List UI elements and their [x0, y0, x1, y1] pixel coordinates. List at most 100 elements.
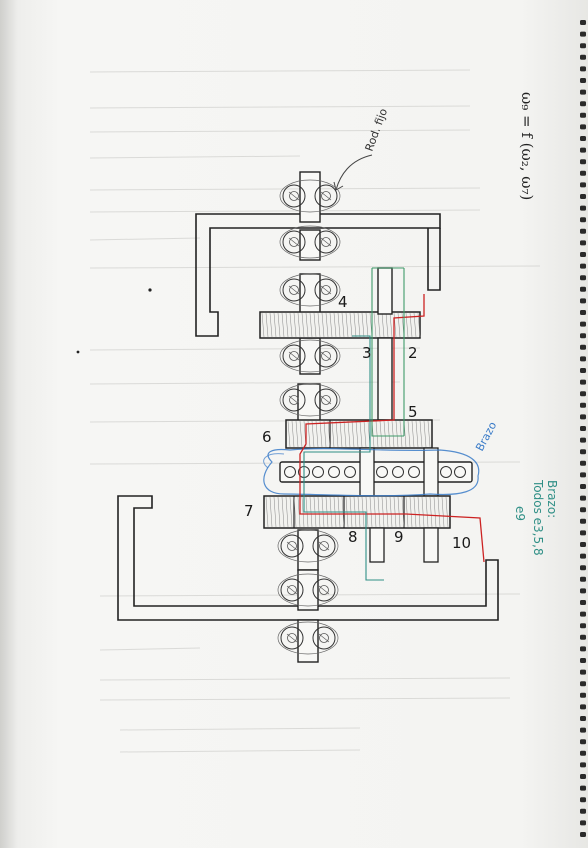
- gear-tooth-hatch: [327, 420, 331, 448]
- spiral-binding: [580, 20, 586, 837]
- binding-hole: [580, 437, 586, 443]
- binding-hole: [580, 194, 586, 199]
- binding-hole: [580, 263, 586, 269]
- power-flow-green: [371, 267, 405, 437]
- bearing-ball: [282, 278, 306, 302]
- bearing-inner: [287, 633, 297, 643]
- gear-tooth-hatch: [335, 420, 339, 448]
- gear-tooth-hatch: [351, 420, 355, 448]
- binding-hole: [580, 356, 586, 362]
- gear-tooth-hatch: [281, 312, 285, 338]
- gear-tooth-hatch: [295, 420, 299, 448]
- gear-tooth-hatch: [389, 496, 393, 528]
- gear-tooth-hatch: [331, 420, 335, 448]
- gear-tooth-hatch: [285, 496, 289, 528]
- binding-hole: [580, 565, 586, 571]
- label-gear-3: 3: [362, 344, 372, 362]
- binding-hole: [580, 124, 586, 130]
- gear-tooth-hatch: [391, 420, 395, 448]
- bearing-outline: [279, 383, 341, 417]
- binding-hole: [580, 553, 586, 559]
- bearing-hatch: [320, 237, 332, 247]
- bearing-ball: [312, 578, 336, 602]
- binding-hole: [580, 704, 586, 710]
- gear-tooth-hatch: [261, 312, 265, 338]
- gear-5-6: [285, 419, 433, 449]
- bearing-inner: [287, 541, 297, 551]
- bearing-inner: [319, 541, 329, 551]
- gear-tooth-hatch: [313, 312, 317, 338]
- gear-tooth-hatch: [365, 312, 369, 338]
- bearing-inner: [321, 191, 331, 201]
- bearing-hatch: [288, 191, 300, 201]
- bearing-inner: [289, 351, 299, 361]
- label-gear-6: 6: [262, 428, 272, 446]
- bearing-ball: [282, 184, 306, 208]
- binding-hole: [580, 797, 586, 803]
- bearing-hatch: [320, 395, 332, 405]
- gear-tooth-hatch: [353, 312, 357, 338]
- bearing-ball: [314, 230, 338, 254]
- gear-tooth-hatch: [389, 312, 393, 338]
- gear-tooth-hatch: [345, 312, 349, 338]
- arm-note: Brazo: Todos e3,5,8 e9: [513, 479, 559, 556]
- gear-4-3: [259, 311, 421, 339]
- binding-hole: [580, 530, 586, 536]
- bearing-inner: [321, 237, 331, 247]
- gear-tooth-hatch: [341, 312, 345, 338]
- binding-hole: [580, 252, 586, 257]
- bearing-ball: [282, 344, 306, 368]
- arm-bearing-ball: [328, 466, 340, 478]
- label-gear-8: 8: [348, 528, 358, 546]
- gear-tooth-hatch: [401, 496, 405, 528]
- binding-hole: [580, 808, 586, 814]
- gear-tooth-hatch: [427, 420, 431, 448]
- gear-tooth-hatch: [299, 420, 303, 448]
- arm-note-line-2: Todos e3,5,8: [531, 479, 545, 556]
- bearings: [277, 179, 341, 655]
- gear-tooth-hatch: [291, 420, 295, 448]
- ink-dot: [148, 288, 152, 292]
- arm-bearing-ball: [284, 466, 296, 478]
- gear-tooth-hatch: [343, 420, 347, 448]
- gear-tooth-hatch: [387, 420, 391, 448]
- bearing-ball: [314, 184, 338, 208]
- binding-hole: [580, 611, 586, 617]
- gear-tooth-hatch: [379, 420, 383, 448]
- gear-tooth-hatch: [269, 312, 273, 338]
- gear-tooth-hatch: [285, 312, 289, 338]
- binding-hole: [580, 460, 586, 466]
- bearing-outline: [279, 179, 341, 213]
- bearing-inner: [321, 395, 331, 405]
- binding-hole: [580, 507, 586, 513]
- arm-highlight: [263, 448, 480, 497]
- binding-hole: [580, 820, 586, 826]
- gear-tooth-hatch: [425, 496, 429, 528]
- gear-tooth-hatch: [281, 496, 285, 528]
- gear-tooth-hatch: [413, 496, 417, 528]
- top-housing: [195, 213, 441, 337]
- arm-bearing-ball: [408, 466, 420, 478]
- gear-tooth-hatch: [265, 312, 269, 338]
- bearing-hatch: [318, 541, 330, 551]
- bearing-ball: [282, 230, 306, 254]
- bearing-arrow: [335, 154, 373, 191]
- gear-tooth-hatch: [355, 420, 359, 448]
- gear-tooth-hatch: [301, 496, 305, 528]
- binding-hole: [580, 298, 586, 304]
- bearing-ball: [312, 534, 336, 558]
- gear-tooth-hatch: [293, 312, 297, 338]
- gear-tooth-hatch: [319, 420, 323, 448]
- binding-hole: [580, 159, 586, 165]
- gear-tooth-hatch: [265, 496, 269, 528]
- binding-hole: [580, 426, 586, 431]
- gear-tooth-hatch: [287, 420, 291, 448]
- binding-hole: [580, 646, 586, 652]
- gear-tooth-hatch: [325, 312, 329, 338]
- binding-hole: [580, 228, 586, 234]
- binding-hole: [580, 623, 586, 629]
- gear-tooth-hatch: [397, 312, 401, 338]
- binding-hole: [580, 89, 586, 95]
- label-gear-7: 7: [244, 502, 254, 520]
